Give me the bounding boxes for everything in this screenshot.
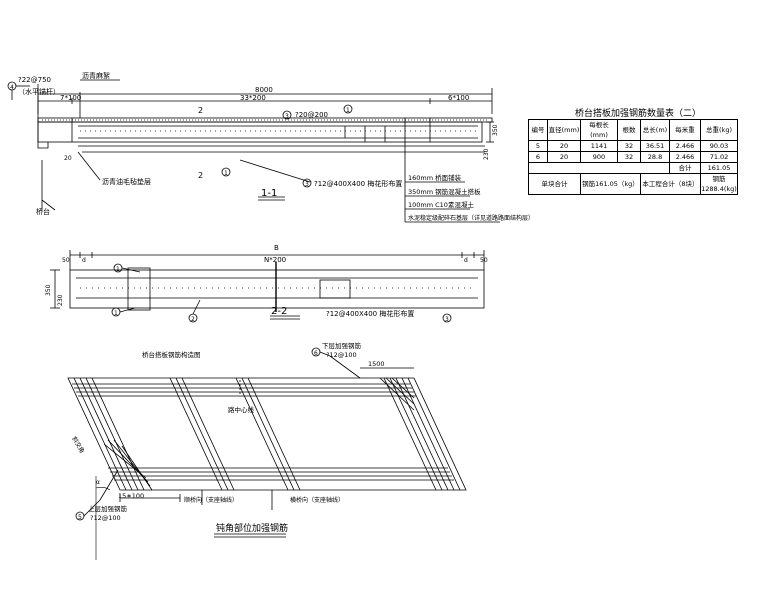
seg-right-dim: 6*100	[448, 94, 469, 102]
dim-20: 20	[64, 155, 72, 162]
callout-1-bottom: 1	[224, 170, 228, 177]
table-cell: 1141	[580, 140, 618, 152]
dim-60-230-60: 230	[483, 148, 490, 160]
table-cell: 32	[617, 151, 641, 163]
header-cell: 每米重	[669, 119, 701, 141]
dim-1500-top: 1500	[368, 360, 385, 368]
footer-label-total: 本工程合计（8块）	[640, 173, 701, 195]
callout-3-top: 3	[285, 113, 289, 120]
skew-angle-label: 斜交角	[70, 435, 86, 455]
section-2-2	[50, 250, 485, 323]
table-cell: 36.51	[640, 140, 670, 152]
lower-rebar-spec: ?12@100	[326, 351, 357, 359]
footer-row: 单块合计 钢筋161.05（kg） 本工程合计（8块） 钢筋1288.4(kg)	[528, 173, 738, 195]
seg-mid-dim: 33*200	[240, 94, 266, 102]
skew-slab-plan	[67, 347, 467, 560]
header-cell: 直径(mm)	[547, 119, 581, 141]
table-cell: 20	[547, 151, 581, 163]
transverse-axis: 横桥向（支座轴线）	[290, 496, 344, 504]
footer-label-single: 单块合计	[528, 173, 581, 195]
road-centerline-label: 路中心线	[228, 405, 255, 414]
section-mark-bottom: 2	[198, 171, 203, 180]
width-b-label: B	[274, 244, 279, 252]
dim-d-left: d	[82, 257, 86, 264]
table-cell: 900	[580, 151, 618, 163]
asphalt-fill-label: 沥青麻絮	[82, 71, 110, 80]
callout-5: 5	[78, 514, 82, 521]
callout-3-mesh: 3	[305, 181, 309, 188]
header-cell: 编号	[528, 119, 548, 141]
callout-1b: 1	[114, 310, 118, 317]
table-cell: 90.03	[700, 140, 738, 152]
slab-outline-label: 桥台搭板钢筋构造图	[142, 350, 201, 359]
seg-left-dim: 7*100	[60, 94, 81, 102]
layer-concrete: 100mm C10素混凝土	[408, 200, 474, 209]
angle-alpha: α	[96, 479, 100, 486]
callout-1a: 1	[116, 266, 120, 273]
mesh-label-1: ?12@400X400 梅花形布置	[314, 179, 402, 188]
subtotal-row: 合计 161.05	[528, 162, 738, 174]
table-cell: 71.02	[700, 151, 738, 163]
table-cell: 20	[547, 140, 581, 152]
table-row: 5 20 1141 32 36.51 2.466 90.03	[528, 140, 738, 152]
layer-slab: 350mm 钢筋混凝土搭板	[408, 187, 481, 196]
table-cell: 32	[617, 140, 641, 152]
dim-230: 230	[57, 294, 64, 306]
table-cell: 2.466	[669, 140, 701, 152]
subtotal-label: 合计	[669, 162, 701, 174]
dim-d-right: d	[464, 257, 468, 264]
section-title-1-1: 1-1	[261, 188, 277, 199]
callout-6: 6	[314, 350, 318, 357]
dim-350-left: 350	[45, 284, 52, 296]
dim-50-right: 50	[480, 257, 488, 264]
rebar-mid-label: ?20@200	[295, 111, 328, 119]
asphalt-felt-label: 沥青油毛毡垫层	[102, 177, 151, 186]
layer-pavement: 160mm 桥面铺装	[408, 173, 462, 182]
header-cell: 根数	[617, 119, 641, 141]
layer-base: 水泥稳定级配碎石基层（详见道路路面结构层）	[408, 214, 534, 222]
section-title-2-2: 2-2	[271, 306, 287, 317]
footer-value-total: 钢筋1288.4(kg)	[700, 173, 738, 195]
plan-title: 钝角部位加强钢筋	[216, 522, 288, 534]
table-cell: 2.466	[669, 151, 701, 163]
dim-1500-bottom: 15∗100	[118, 492, 144, 500]
footer-value-single: 钢筋161.05（kg）	[580, 173, 641, 195]
header-cell: 每根长(mm)	[580, 119, 618, 141]
mesh-label-2: ?12@400X400 梅花形布置	[326, 309, 414, 318]
lower-rebar-title: 下层加强钢筋	[322, 341, 362, 350]
header-cell: 总长(m)	[640, 119, 670, 141]
callout-3: 3	[445, 316, 449, 323]
table-cell: 28.8	[640, 151, 670, 163]
section-1-1	[7, 79, 500, 223]
dim-350-right: 350	[492, 124, 499, 136]
abutment-label: 桥台	[36, 207, 50, 216]
callout-4: 4	[10, 84, 14, 91]
subtotal-value: 161.05	[700, 162, 738, 174]
along-bridge-axis: 顺桥向（支座轴线）	[184, 496, 238, 504]
anchor-note: （水平锚杆）	[18, 87, 60, 96]
total-length-dim: 8000	[255, 86, 273, 94]
table-row: 6 20 900 32 28.8 2.466 71.02	[528, 151, 738, 163]
n200-dim: N*200	[264, 256, 286, 264]
table-header-row: 编号 直径(mm) 每根长(mm) 根数 总长(m) 每米重 总重(kg)	[528, 119, 738, 141]
header-cell: 总重(kg)	[700, 119, 738, 141]
callout-1-top: 1	[346, 107, 350, 114]
upper-rebar-title: 上层加强钢筋	[88, 504, 128, 513]
anchor-rebar-label: ?22@750	[18, 76, 51, 84]
dim-50-left: 50	[62, 257, 70, 264]
table-title: 桥台搭板加强钢筋数量表（二）	[575, 109, 702, 119]
rebar-quantity-table: 编号 直径(mm) 每根长(mm) 根数 总长(m) 每米重 总重(kg) 5 …	[528, 119, 738, 195]
callout-2: 2	[191, 316, 195, 323]
table-cell: 5	[528, 140, 548, 152]
upper-rebar-spec: ?12@100	[90, 514, 121, 522]
table-cell: 6	[528, 151, 548, 163]
section-mark-top: 2	[198, 106, 203, 115]
